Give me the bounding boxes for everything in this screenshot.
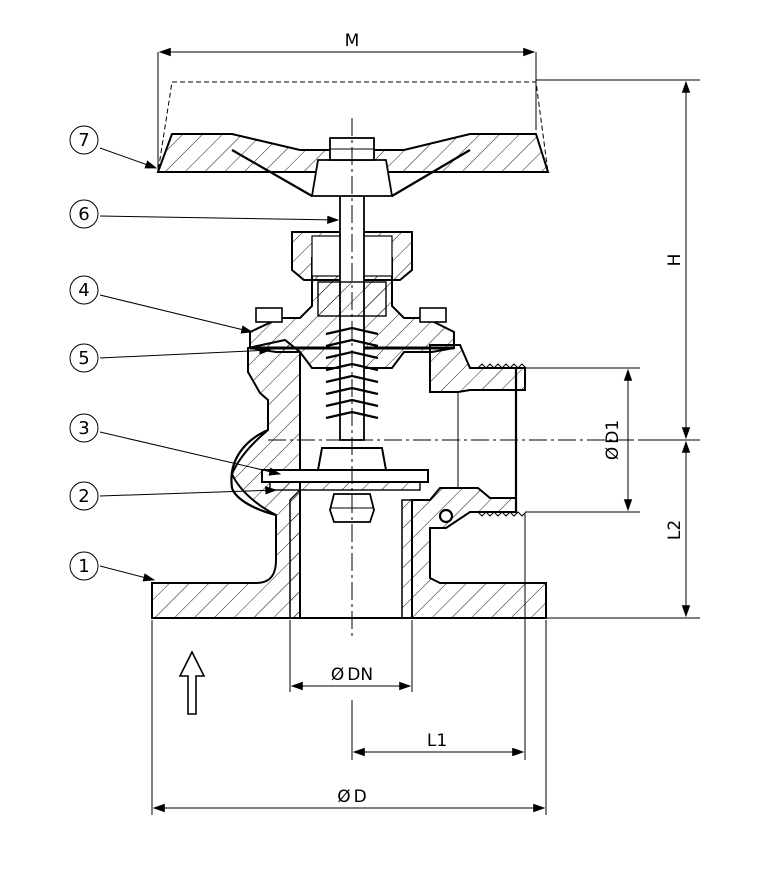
balloon-7: 7 [69, 125, 158, 169]
dimension-d1: ØD1 [525, 367, 640, 513]
valve-body [151, 338, 547, 619]
balloon-3: 3 [69, 413, 282, 476]
dimension-h-label: H [665, 254, 685, 267]
svg-text:2: 2 [78, 486, 89, 507]
balloon-5: 5 [69, 343, 272, 373]
balloon-2: 2 [69, 481, 278, 511]
balloon-4: 4 [69, 275, 254, 334]
balloon-6: 6 [69, 199, 340, 229]
diameter-symbol: Ø [337, 787, 350, 807]
dimension-l1: L1 [351, 514, 526, 760]
dimension-d1-label: ØD1 [603, 420, 623, 460]
svg-text:3: 3 [78, 418, 89, 439]
handwheel [156, 81, 550, 197]
dimension-l2: L2 [546, 440, 700, 619]
dimension-l1-label: L1 [427, 731, 447, 751]
svg-text:4: 4 [78, 280, 89, 301]
balloon-1: 1 [69, 551, 156, 582]
arrow-up-icon [178, 650, 206, 715]
svg-text:1: 1 [78, 556, 89, 577]
svg-text:6: 6 [78, 204, 89, 225]
diameter-symbol: Ø [603, 447, 623, 460]
diameter-symbol: Ø [331, 665, 344, 685]
dimension-h: H [536, 79, 700, 441]
svg-text:7: 7 [78, 130, 89, 151]
dimension-m-label: M [345, 31, 360, 51]
dimension-m: M [157, 31, 537, 170]
svg-text:5: 5 [78, 348, 89, 369]
dimension-l2-label: L2 [665, 520, 685, 540]
